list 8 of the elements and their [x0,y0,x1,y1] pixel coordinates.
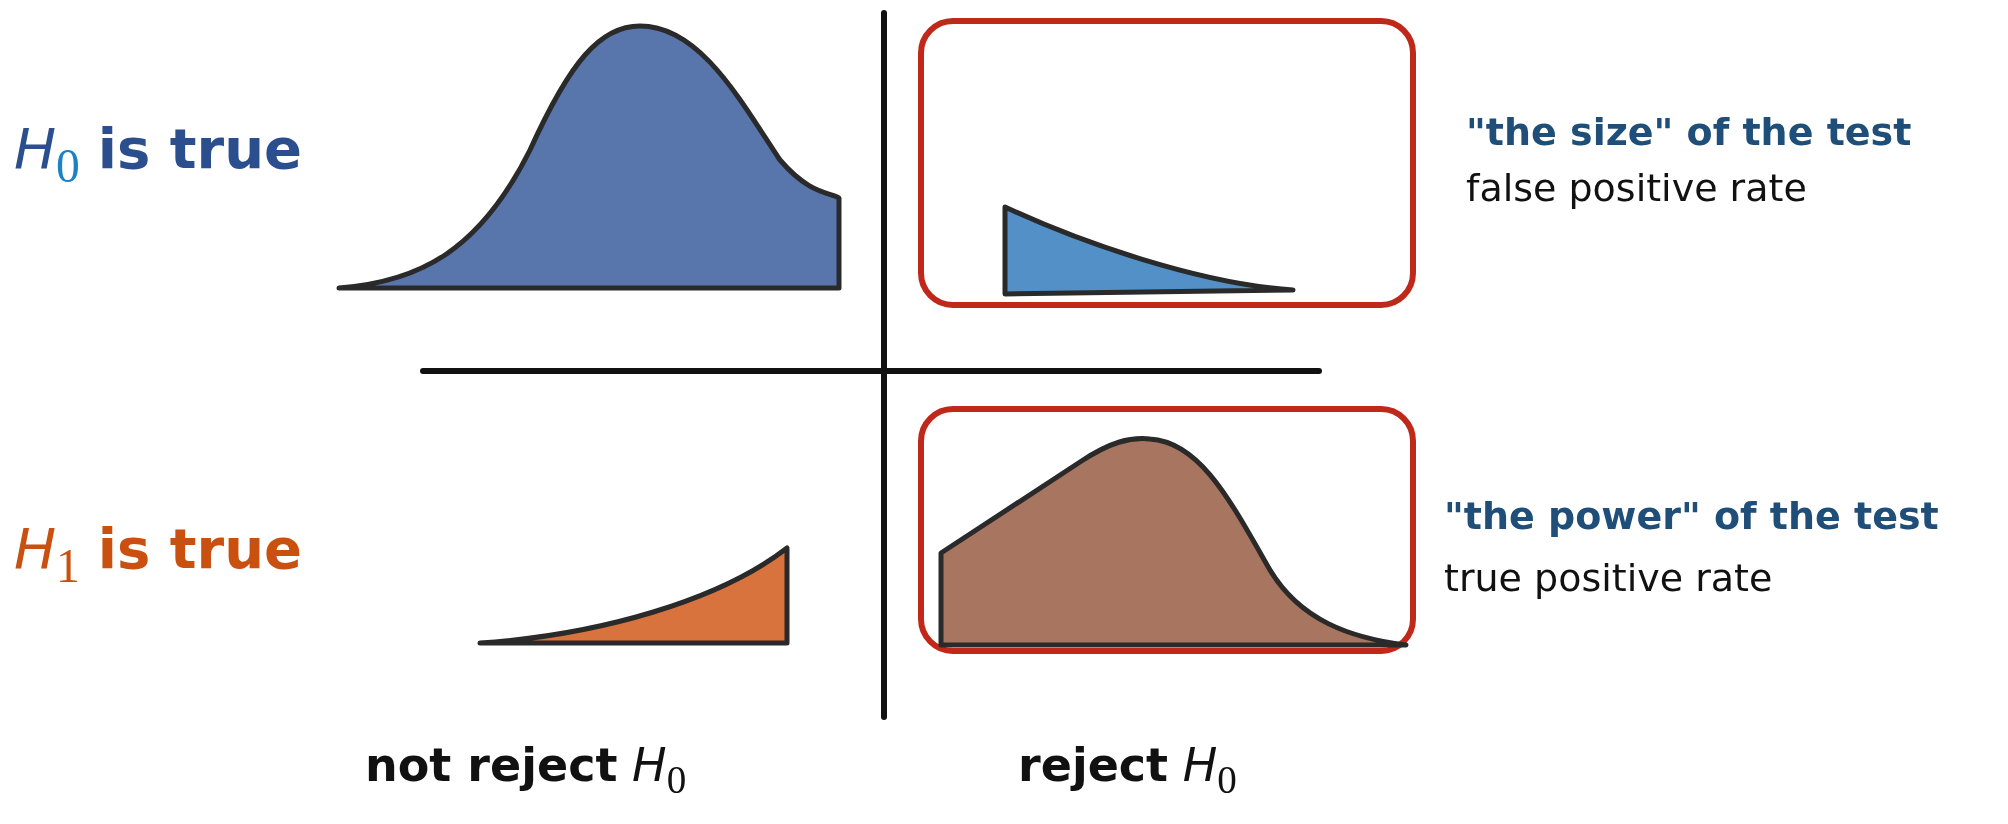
row-heading: H$_{0}$ is true [14,118,302,193]
annotation-heading: "the power" of the test [1444,496,1939,538]
column-heading: reject H$_{0}$ [1018,740,1237,801]
column-heading: not reject H$_{0}$ [365,740,687,801]
row-heading: H$_{1}$ is true [14,518,302,593]
annotation-heading: "the size" of the test [1466,112,1912,154]
annotation-text: false positive rate [1466,168,1807,210]
annotation-text: true positive rate [1444,558,1773,600]
